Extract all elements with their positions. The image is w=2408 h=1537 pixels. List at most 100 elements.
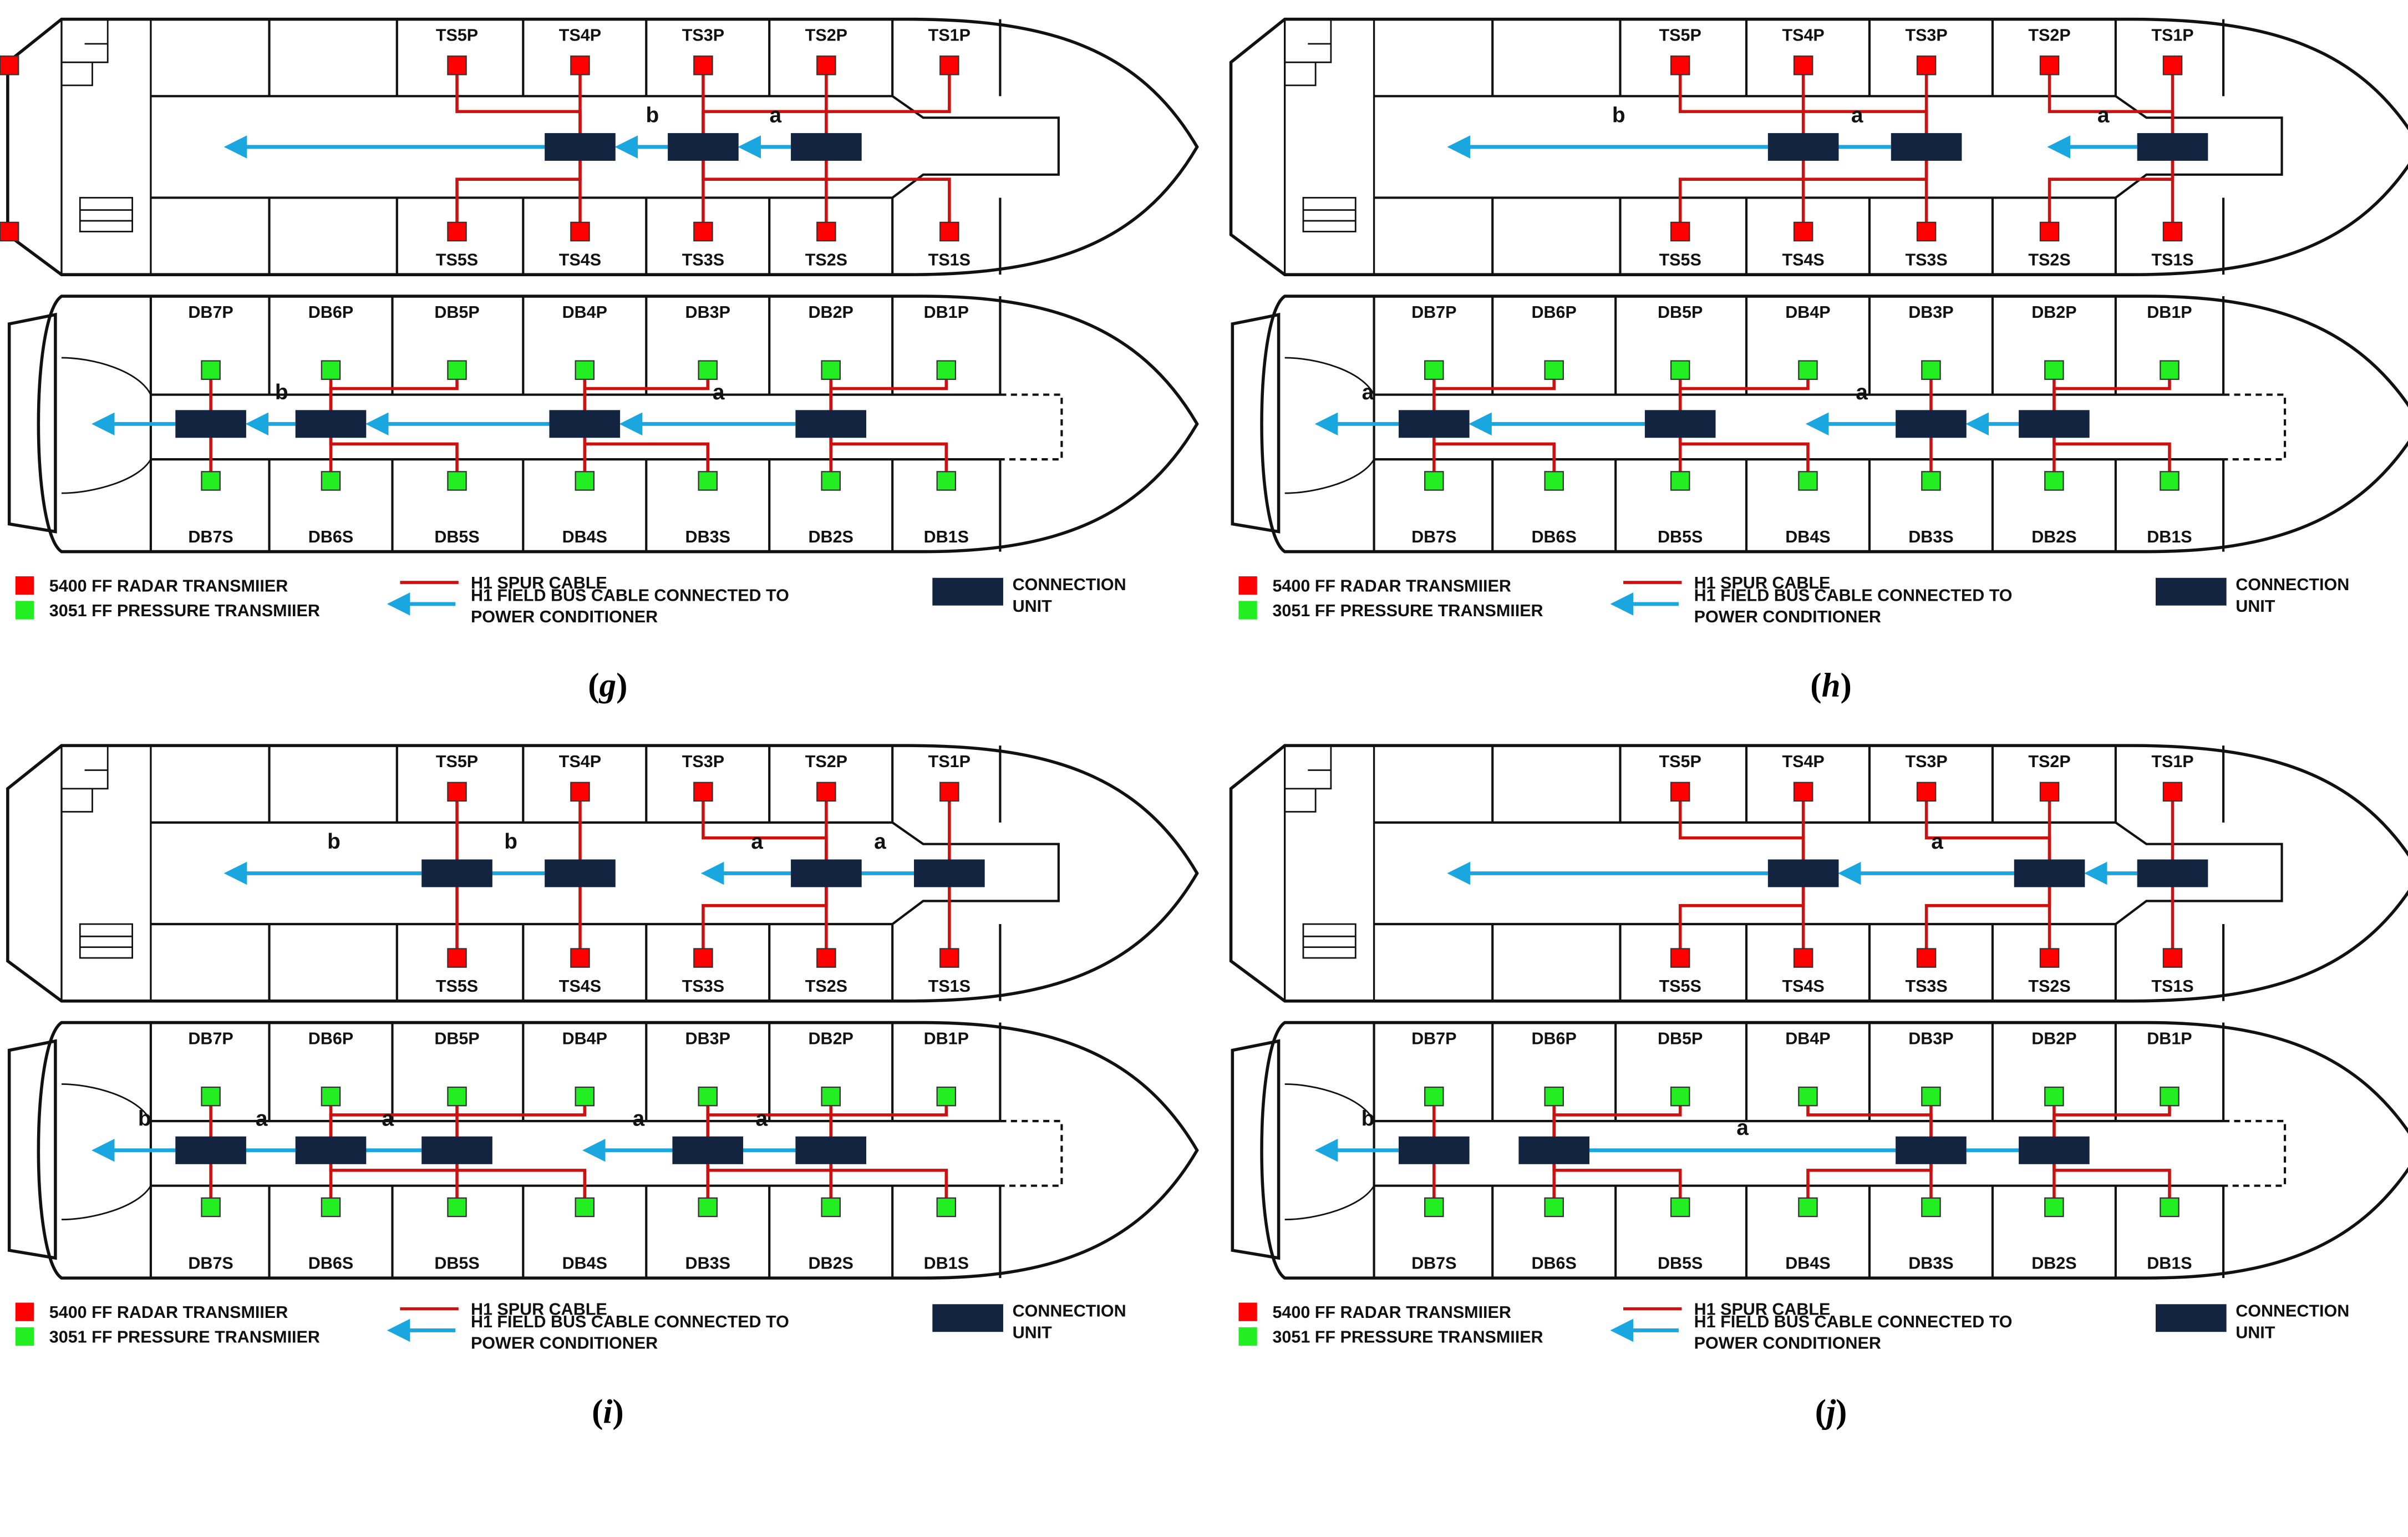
engine-room-lines	[1284, 745, 1332, 813]
segment-label: b	[327, 830, 341, 854]
tank-label: TS1S	[928, 251, 971, 270]
top-hull-outline	[1229, 744, 2408, 1003]
bottom-hull-outline	[37, 1021, 1199, 1280]
panel-caption: (g)	[588, 667, 627, 704]
stern-curves	[61, 1083, 152, 1221]
top-hull-outline	[1229, 17, 2408, 276]
segment-label: b	[138, 1107, 151, 1130]
legend-unit-label: CONNECTION	[1013, 575, 1126, 594]
pressure-transmitter	[1670, 360, 1690, 380]
radar-transmitter	[447, 782, 467, 802]
segment-label: a	[713, 381, 725, 404]
tank-label: TS3P	[682, 26, 724, 44]
corridor-lines	[1374, 1120, 2224, 1187]
segment-label: a	[1856, 381, 1868, 404]
radar-transmitter	[1916, 782, 1937, 802]
legend-unit-swatch	[932, 577, 1003, 606]
legend-fieldbus-label: H1 FIELD BUS CABLE CONNECTED TO	[471, 1312, 789, 1331]
legend-fieldbus-label: H1 FIELD BUS CABLE CONNECTED TO	[1694, 1312, 2013, 1331]
tank-label: TS3S	[682, 977, 724, 996]
segment-label: a	[256, 1107, 268, 1130]
tank-label: TS1P	[928, 752, 971, 771]
pressure-transmitter	[1798, 1197, 1818, 1218]
legend-pressure-label: 3051 FF PRESSURE TRANSMIIER	[49, 601, 320, 620]
connection-unit	[295, 1136, 367, 1164]
pressure-transmitter	[321, 1197, 341, 1218]
legend-unit-label: CONNECTION	[1013, 1301, 1126, 1320]
tank-label: DB7S	[1411, 527, 1456, 546]
connection-unit	[1398, 410, 1470, 438]
tank-label: TS1S	[928, 977, 971, 996]
tank-walls	[268, 1022, 1002, 1279]
pressure-transmitter	[447, 1197, 467, 1218]
pressure-transmitter	[2160, 1197, 2180, 1218]
legend-unit-swatch	[2155, 1304, 2227, 1332]
radar-transmitter	[570, 55, 590, 75]
connection-unit	[1518, 1136, 1589, 1164]
engine-room-box-lines	[80, 935, 133, 948]
connection-unit	[1896, 410, 1967, 438]
segment-label: a	[1736, 1116, 1749, 1140]
radar-transmitter	[693, 221, 713, 242]
tank-walls	[268, 19, 1002, 275]
radar-transmitter	[1916, 221, 1937, 242]
segment-label: b	[1362, 1107, 1375, 1130]
pressure-transmitter	[1921, 360, 1941, 380]
tank-label: TS1P	[928, 26, 971, 44]
tank-label: DB2S	[809, 1254, 854, 1272]
tank-label: TS2P	[2028, 752, 2070, 771]
tank-label: DB4P	[562, 1029, 607, 1048]
tank-label: DB1S	[2147, 527, 2192, 546]
connection-unit	[1767, 859, 1839, 887]
legend-fieldbus-label-2: POWER CONDITIONER	[1694, 1334, 1881, 1353]
radar-transmitter	[570, 948, 590, 968]
legend-spur-label: H1 SPUR CABLE	[1694, 1300, 1831, 1319]
legend-unit-label-2: UNIT	[2236, 597, 2275, 616]
tank-label: DB6S	[308, 1254, 353, 1272]
engine-room-walls	[1283, 19, 1375, 275]
tank-label: TS3S	[682, 251, 724, 270]
tank-walls	[1491, 19, 2225, 275]
pressure-transmitter	[575, 1086, 595, 1107]
tank-label: DB6P	[308, 303, 353, 322]
radar-transmitter	[2162, 948, 2183, 968]
tank-label: TS3P	[1905, 26, 1947, 44]
tank-label: DB7S	[188, 1254, 233, 1272]
tank-label: DB7P	[1411, 303, 1456, 322]
connection-unit	[545, 859, 616, 887]
segment-label: a	[382, 1107, 394, 1130]
tank-label: DB1P	[2147, 1029, 2192, 1048]
pressure-transmitter	[2044, 1197, 2064, 1218]
radar-transmitter	[2039, 221, 2060, 242]
corridor-dashed-end	[2223, 393, 2287, 461]
tank-label: TS4P	[1782, 26, 1825, 44]
tank-label: DB5P	[1658, 1029, 1703, 1048]
tank-label: DB7S	[1411, 1254, 1456, 1272]
tank-walls	[1491, 1022, 2225, 1279]
radar-transmitter	[816, 782, 836, 802]
pressure-transmitter	[821, 1197, 841, 1218]
radar-transmitter	[939, 782, 959, 802]
legend-pressure-swatch	[1238, 601, 1257, 620]
tank-label: DB2P	[2031, 1029, 2076, 1048]
pressure-transmitter	[1544, 1197, 1564, 1218]
engine-room-lines	[61, 745, 109, 813]
engine-room-walls	[60, 19, 152, 275]
tank-label: DB4P	[1785, 1029, 1830, 1048]
tank-label: TS2S	[2028, 977, 2070, 996]
pressure-transmitter	[2160, 1086, 2180, 1107]
corridor-lines	[1374, 393, 2224, 461]
radar-transmitter	[939, 55, 959, 75]
segment-label: a	[756, 1107, 768, 1130]
tank-label: TS1P	[2151, 26, 2193, 44]
engine-room-walls	[60, 745, 152, 1001]
tank-label: DB5P	[434, 1029, 479, 1048]
corridor-outline	[150, 95, 1060, 199]
legend-radar-swatch	[15, 576, 34, 595]
tank-label: DB6P	[308, 1029, 353, 1048]
segment-label: a	[1931, 830, 1943, 854]
tank-label: DB5P	[1658, 303, 1703, 322]
